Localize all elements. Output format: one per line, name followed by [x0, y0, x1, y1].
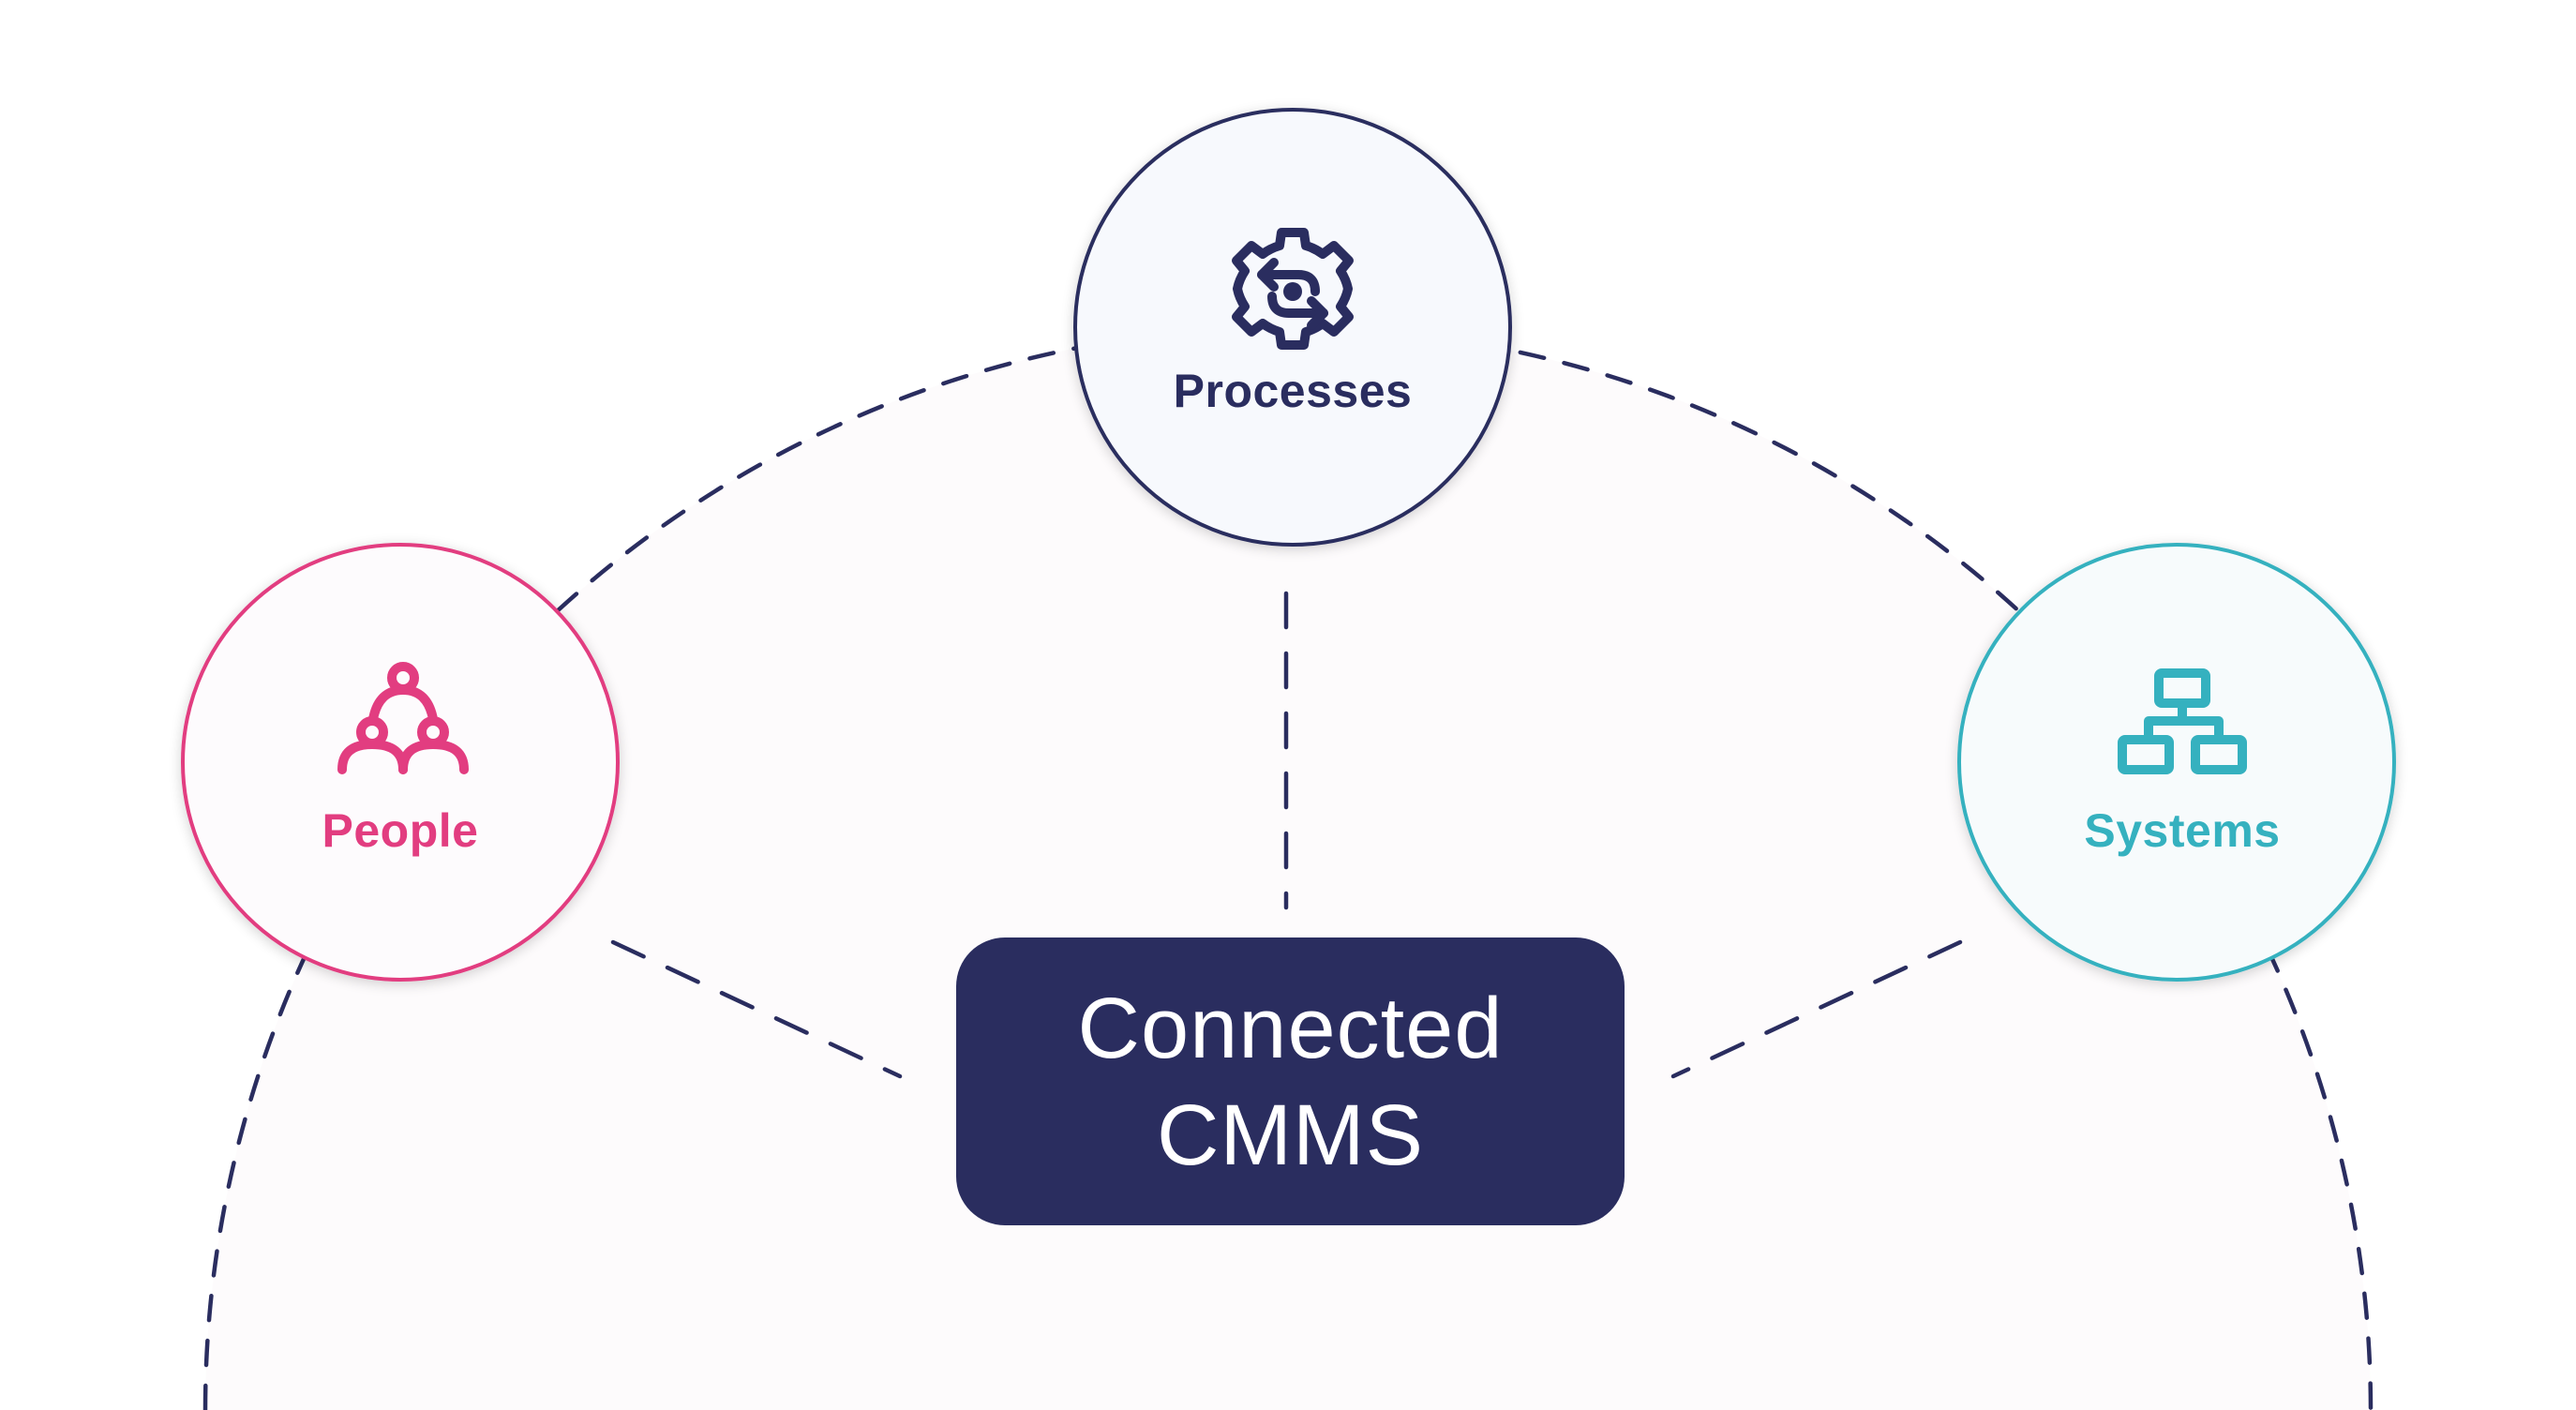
node-processes	[1073, 108, 1512, 547]
processes-circle	[1073, 108, 1512, 547]
people-label: People	[322, 804, 479, 857]
background-arc-fill	[205, 327, 2371, 1410]
systems-circle	[1957, 543, 2396, 982]
processes-label: Processes	[1173, 365, 1413, 417]
gear-cycle-icon	[1232, 228, 1354, 350]
org-hierarchy-icon	[2118, 668, 2247, 774]
core-title-line-2: CMMS	[1156, 1087, 1425, 1183]
connector-people-to-core	[610, 939, 903, 1079]
connected-cmms-box: Connected CMMS	[956, 938, 1625, 1225]
core-title-line-1: Connected	[1077, 980, 1504, 1076]
connector-systems-to-core	[1670, 939, 1963, 1079]
group-people-icon	[337, 662, 469, 774]
systems-label: Systems	[2084, 804, 2281, 857]
node-systems	[1957, 543, 2396, 982]
node-people	[181, 543, 620, 982]
